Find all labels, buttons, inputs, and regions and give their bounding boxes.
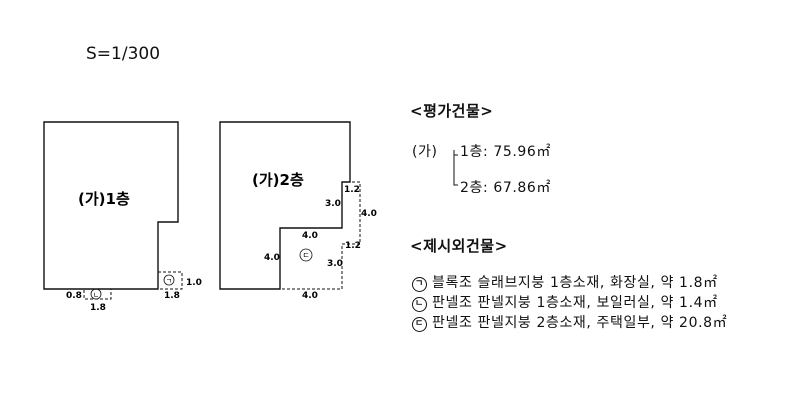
excluded-item-text: 판넬조 판넬지붕 2층소재, 주택일부, 약 20.8㎡: [432, 315, 728, 331]
annex-b-width: 1.8: [90, 303, 106, 313]
annex-c-wall: 3.0: [325, 199, 341, 209]
excluded-item: ㄱ 블록조 슬래브지붕 1층소재, 화장실, 약 1.8㎡: [412, 272, 718, 292]
annex-a-marker: ㄱ: [166, 277, 172, 285]
excluded-item-text: 판넬조 판넬지붕 1층소재, 보일러실, 약 1.4㎡: [432, 295, 718, 311]
annex-c-inner: 3.0: [327, 259, 343, 269]
annex-c-outline: [280, 181, 361, 290]
plan2-label: (가)2층: [252, 171, 304, 189]
excluded-heading: <제시외건물>: [410, 237, 508, 255]
plan1-label: (가)1층: [78, 190, 130, 208]
scale-label: S=1/300: [86, 44, 161, 64]
annex-c-ledge: 4.0: [302, 231, 318, 241]
excluded-item-marker: ㄷ: [412, 317, 427, 332]
annex-c-marker-circle: [299, 248, 313, 262]
excluded-item-marker: ㄴ: [412, 297, 427, 312]
annex-b-marker-circle: [90, 288, 102, 300]
annex-c-marker: ㄷ: [302, 251, 309, 260]
appraisal-heading: <평가건물>: [410, 102, 494, 120]
appraisal-floor1: 1층: 75.96㎡: [460, 144, 552, 160]
annex-c-bottom: 4.0: [302, 291, 318, 301]
annex-a-outline: [157, 271, 183, 290]
annex-b-left: 0.8: [66, 291, 82, 301]
annex-c-top-step: 1.2: [344, 185, 360, 195]
annex-a-marker-circle: [163, 274, 175, 286]
excluded-item: ㄴ 판넬조 판넬지붕 1층소재, 보일러실, 약 1.4㎡: [412, 292, 718, 312]
plan1-outline: [43, 121, 179, 290]
appraisal-floor2: 2층: 67.86㎡: [460, 180, 552, 196]
plan2-outline: [219, 121, 351, 290]
annex-a-height: 1.0: [186, 278, 202, 288]
annex-a-width: 1.8: [164, 291, 180, 301]
excluded-item-marker: ㄱ: [412, 277, 427, 292]
floor-bracket: [453, 150, 458, 186]
annex-c-low-step: 1.2: [345, 241, 361, 251]
excluded-item-text: 블록조 슬래브지붕 1층소재, 화장실, 약 1.8㎡: [432, 275, 718, 291]
appraisal-group: (가): [412, 144, 438, 160]
annex-c-left: 4.0: [264, 253, 280, 263]
annex-c-outer: 4.0: [361, 209, 377, 219]
excluded-item: ㄷ 판넬조 판넬지붕 2층소재, 주택일부, 약 20.8㎡: [412, 312, 727, 332]
annex-b-marker: ㄴ: [93, 291, 99, 299]
